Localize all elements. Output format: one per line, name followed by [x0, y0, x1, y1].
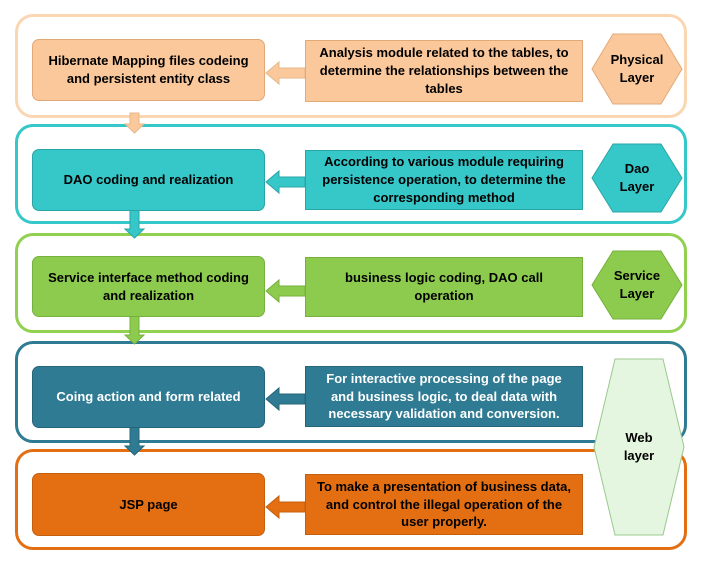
dao-horizontal-arrow: [265, 169, 306, 195]
web-horizontal-arrow: [265, 386, 306, 412]
jsp-description-box: To make a presentation of business data,…: [305, 474, 583, 535]
web-description-text: For interactive processing of the page a…: [326, 370, 562, 422]
dao-action-text: DAO coding and realization: [63, 172, 234, 188]
physical-horizontal-arrow: [265, 60, 306, 86]
jsp-horizontal-arrow: [265, 494, 306, 520]
service-layer-label: Service Layer: [613, 267, 661, 301]
web-layer-label: Web layer: [623, 429, 655, 463]
web-to-jsp-arrow: [123, 425, 146, 456]
physical-layer-label: Physical Layer: [610, 51, 664, 85]
dao-layer-label: Dao Layer: [619, 160, 655, 194]
physical-action-box: Hibernate Mapping files codeing and pers…: [32, 39, 265, 101]
dao-layer-hexagon: Dao Layer: [591, 143, 683, 213]
service-horizontal-arrow: [265, 278, 306, 304]
web-action-box: Coing action and form related: [32, 366, 265, 428]
service-description-box: business logic coding, DAO call operatio…: [305, 257, 583, 317]
physical-to-dao-arrow: [123, 112, 146, 134]
web-description-box: For interactive processing of the page a…: [305, 366, 583, 427]
dao-action-box: DAO coding and realization: [32, 149, 265, 211]
physical-description-text: Analysis module related to the tables, t…: [319, 45, 569, 96]
jsp-description-text: To make a presentation of business data,…: [316, 478, 572, 530]
physical-layer-hexagon: Physical Layer: [591, 33, 683, 105]
dao-description-text: According to various module requiring pe…: [322, 154, 566, 205]
jsp-action-box: JSP page: [32, 473, 265, 536]
service-action-text: Service interface method coding and real…: [48, 269, 249, 303]
web-action-text: Coing action and form related: [56, 389, 241, 405]
dao-to-service-arrow: [123, 208, 146, 239]
dao-description-box: According to various module requiring pe…: [305, 150, 583, 210]
web-layer-hexagon: Web layer: [593, 358, 685, 536]
jsp-action-text: JSP page: [119, 496, 178, 512]
service-layer-hexagon: Service Layer: [591, 250, 683, 320]
physical-description-box: Analysis module related to the tables, t…: [305, 40, 583, 102]
service-description-text: business logic coding, DAO call operatio…: [345, 270, 543, 303]
physical-action-text: Hibernate Mapping files codeing and pers…: [48, 53, 249, 86]
service-action-box: Service interface method coding and real…: [32, 256, 265, 317]
service-to-web-arrow: [123, 315, 146, 345]
